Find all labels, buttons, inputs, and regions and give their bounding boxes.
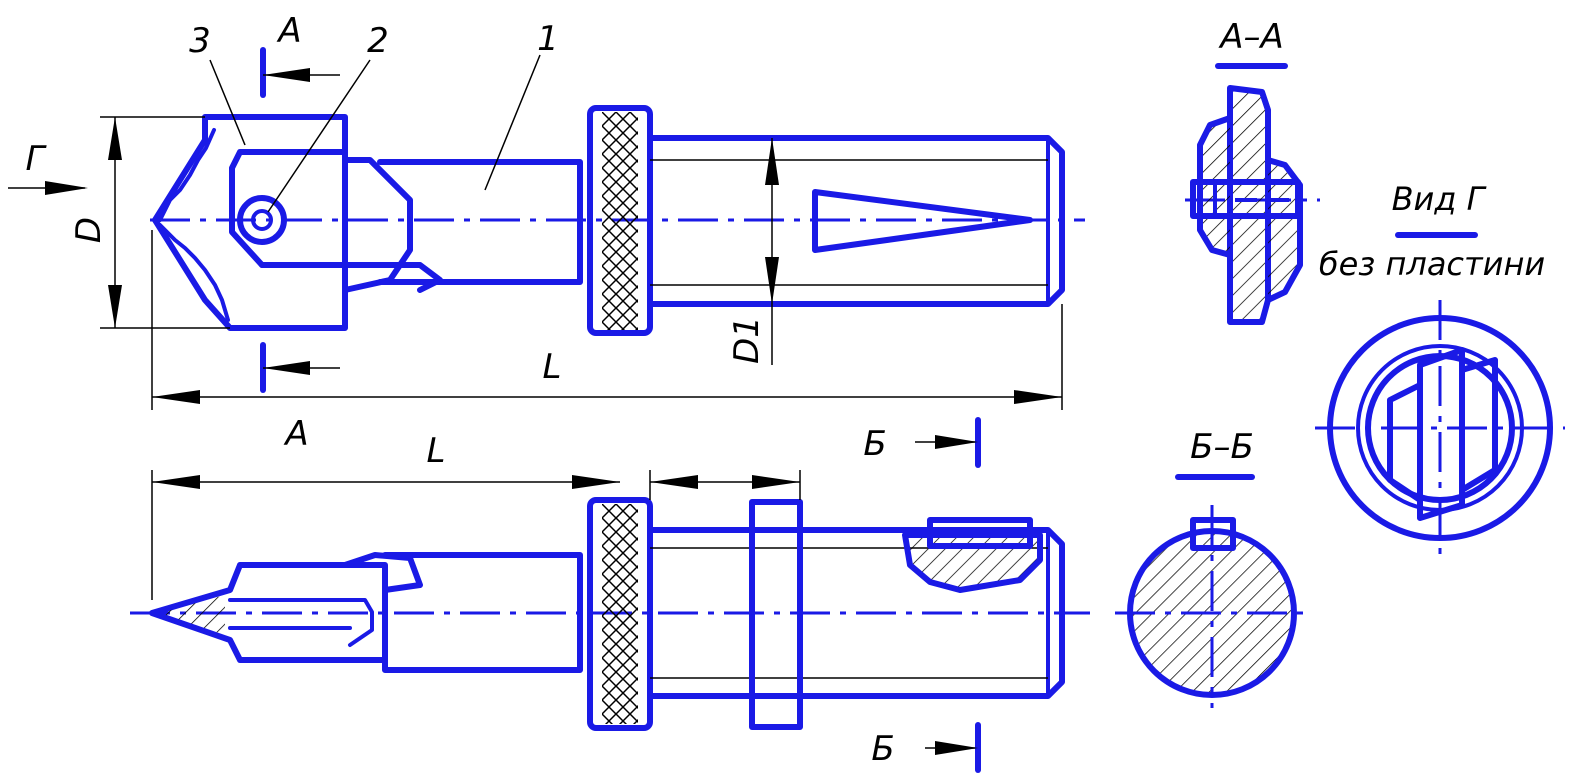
view-g-subtitle: без пластини [1319, 245, 1545, 283]
dim-D1-arrow-bottom [765, 257, 779, 304]
dim-small-arrow-right [752, 475, 800, 489]
section-a-arrow-bottom [263, 361, 310, 375]
bottom-view: L Б Б [130, 417, 1090, 773]
top-taper-cone [812, 189, 1033, 253]
bottom-shank [647, 527, 1065, 699]
top-body [377, 159, 583, 285]
leader-3 [209, 59, 246, 146]
leader-1 [484, 54, 541, 191]
callout-2: 2 [367, 21, 389, 61]
callout-3: 3 [189, 21, 211, 61]
view-g-marker: Г [26, 139, 48, 179]
section-a-arrow-top [263, 68, 310, 82]
view-g-holder [1387, 357, 1498, 503]
leader-2 [267, 59, 371, 213]
section-aa-title: А–А [1218, 17, 1284, 57]
bottom-tip-hatch [160, 595, 225, 635]
dim-L-top-arrow-right [1014, 390, 1062, 404]
bottom-knurled-collar [587, 497, 653, 731]
view-g-title: Вид Г [1392, 180, 1487, 218]
section-aa-right-body [1265, 157, 1303, 303]
section-bb-title: Б–Б [1190, 427, 1254, 467]
dim-L-top-arrow-left [152, 390, 200, 404]
top-neck [342, 157, 413, 293]
dim-D1-label: D1 [727, 316, 767, 364]
section-b-arrow-top [935, 435, 978, 449]
top-serrated-edge [158, 128, 230, 322]
section-a-label-bottom: A [283, 414, 308, 454]
dim-L-bottom-label: L [427, 431, 446, 471]
top-insert-holder [229, 149, 348, 268]
screw-circle [237, 195, 287, 245]
view-g-arrow [45, 181, 88, 195]
section-b-label-top: Б [863, 424, 886, 464]
bottom-insert-curve [348, 598, 374, 647]
dim-small-arrow-left [650, 475, 698, 489]
view-g: Вид Г без пластини [1315, 180, 1565, 560]
bottom-knurl-pattern [602, 504, 638, 724]
section-aa: А–А [1185, 17, 1320, 325]
dim-D-label: D [69, 217, 109, 243]
top-cutter-head [152, 114, 348, 331]
bottom-key [927, 517, 1033, 549]
dim-D1-arrow-top [765, 138, 779, 185]
screw-center [251, 209, 273, 231]
top-view: D D1 L A A Г 3 2 1 [8, 11, 1085, 454]
top-shank [647, 135, 1065, 307]
dim-D-arrow-bottom [108, 285, 122, 328]
bottom-body [342, 552, 583, 673]
section-bb: Б–Б [1115, 427, 1312, 708]
callout-1: 1 [537, 19, 559, 59]
dim-L-bottom-arrow-right [572, 475, 620, 489]
dim-L-top-label: L [543, 347, 562, 387]
section-aa-screw [1190, 179, 1301, 219]
section-b-arrow-bottom [935, 741, 978, 755]
top-knurled-collar [587, 105, 653, 336]
section-aa-plate [1227, 85, 1271, 325]
dim-D-arrow-top [108, 117, 122, 160]
top-knurl-pattern [602, 112, 638, 330]
dim-L-bottom-arrow-left [152, 475, 200, 489]
section-a-label-top: A [276, 11, 301, 51]
section-b-label-bottom: Б [871, 729, 894, 769]
